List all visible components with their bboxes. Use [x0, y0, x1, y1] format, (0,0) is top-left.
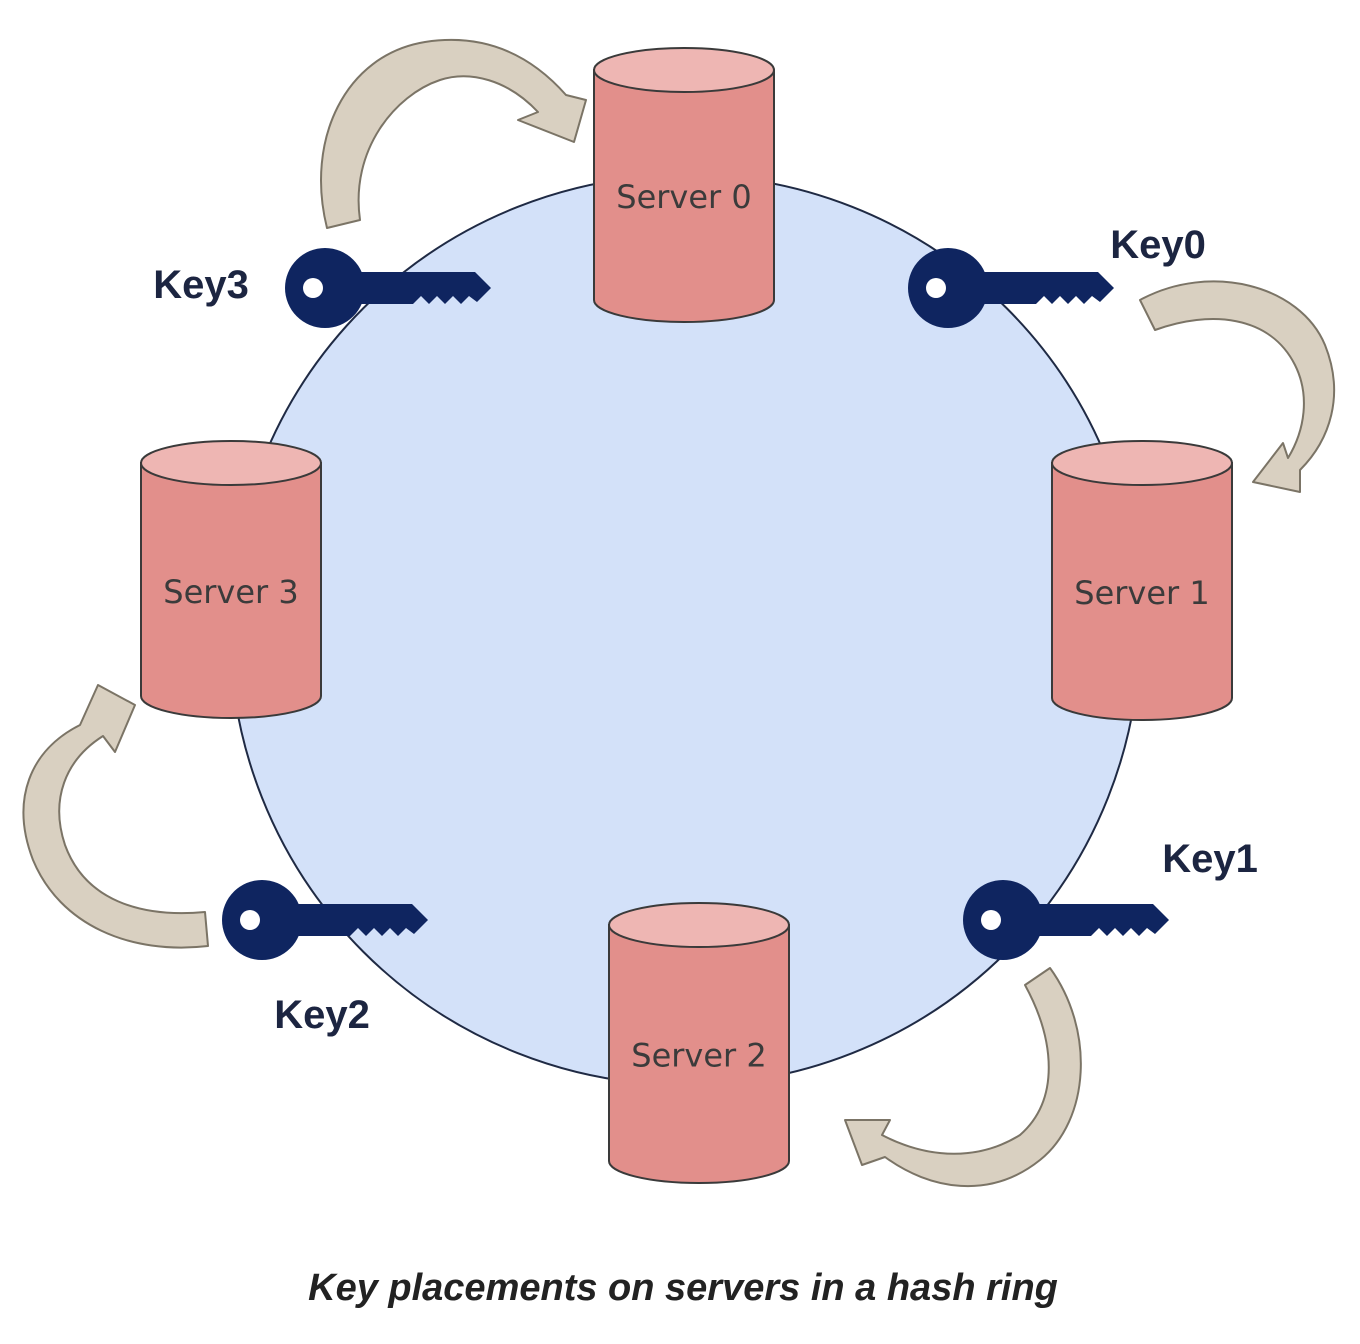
key-icon	[963, 880, 1169, 960]
key-1-marker: Key1	[963, 837, 1258, 960]
diagram-caption: Key placements on servers in a hash ring	[308, 1267, 1058, 1309]
key-label: Key0	[1110, 223, 1206, 267]
curved-arrow-icon	[1139, 280, 1336, 493]
cylinder-top	[593, 47, 775, 93]
curved-arrow-icon	[320, 38, 587, 229]
key-label: Key3	[153, 263, 249, 307]
server-1-cylinder: Server 1	[1051, 440, 1233, 721]
curved-arrow-icon	[844, 967, 1082, 1188]
curved-arrow-icon	[22, 684, 209, 949]
database-cylinder-icon	[140, 462, 322, 719]
server-3-cylinder: Server 3	[140, 440, 322, 719]
arrow-layer	[22, 38, 1336, 1188]
cylinder-top	[608, 902, 790, 948]
key-2-marker: Key2	[222, 880, 428, 1037]
database-cylinder-icon	[1051, 462, 1233, 721]
server-2-cylinder: Server 2	[608, 902, 790, 1184]
key-label: Key2	[274, 993, 370, 1037]
key-0-marker: Key0	[908, 223, 1206, 328]
key-label: Key1	[1162, 837, 1258, 881]
server-label: Server 3	[163, 573, 298, 611]
server-layer: Server 0 Server 1 Server 2 Server 3	[140, 47, 1233, 1184]
database-cylinder-icon	[593, 69, 775, 323]
cylinder-top	[140, 440, 322, 486]
server-label: Server 0	[616, 178, 751, 216]
server-label: Server 1	[1074, 574, 1209, 612]
key-3-marker: Key3	[153, 248, 491, 328]
server-label: Server 2	[631, 1037, 766, 1075]
database-cylinder-icon	[608, 924, 790, 1184]
server-0-cylinder: Server 0	[593, 47, 775, 323]
cylinder-top	[1051, 440, 1233, 486]
